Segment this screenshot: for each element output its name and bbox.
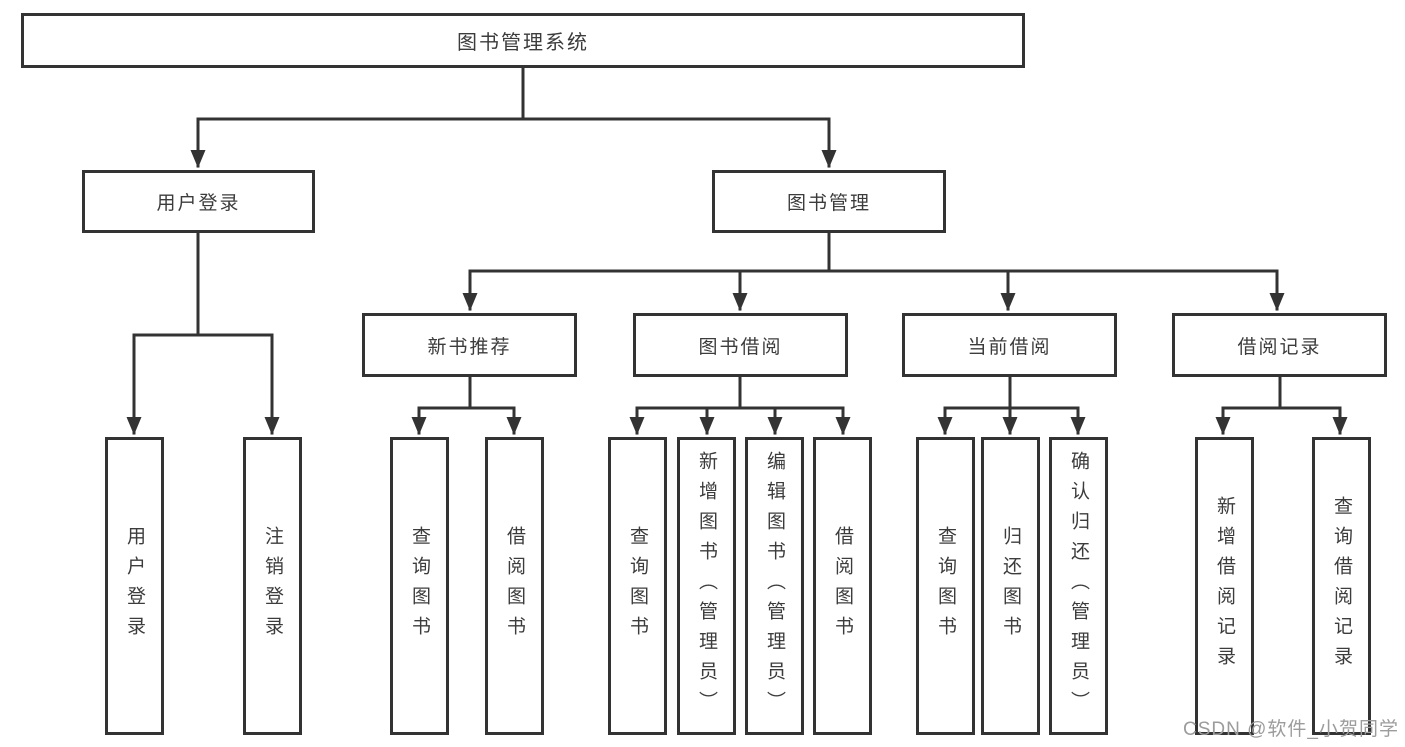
leaf-add-books-admin: 新增图书（管理员） bbox=[677, 437, 736, 735]
leaf-borrow-books-recommend: 借阅图书 bbox=[485, 437, 544, 735]
leaf-confirm-return-admin: 确认归还（管理员） bbox=[1049, 437, 1108, 735]
node-book-borrow: 图书借阅 bbox=[633, 313, 848, 377]
node-borrow-records: 借阅记录 bbox=[1172, 313, 1387, 377]
node-current-borrow: 当前借阅 bbox=[902, 313, 1117, 377]
leaf-add-borrow-record: 新增借阅记录 bbox=[1195, 437, 1254, 735]
leaf-query-borrow-record: 查询借阅记录 bbox=[1312, 437, 1371, 735]
leaf-borrow-books: 借阅图书 bbox=[813, 437, 872, 735]
leaf-query-books-current: 查询图书 bbox=[916, 437, 975, 735]
leaf-return-books: 归还图书 bbox=[981, 437, 1040, 735]
node-library-management-system: 图书管理系统 bbox=[21, 13, 1025, 68]
leaf-query-books-borrow: 查询图书 bbox=[608, 437, 667, 735]
node-new-book-recommend: 新书推荐 bbox=[362, 313, 577, 377]
leaf-query-books-recommend: 查询图书 bbox=[390, 437, 449, 735]
leaf-edit-books-admin: 编辑图书（管理员） bbox=[745, 437, 804, 735]
node-book-management: 图书管理 bbox=[712, 170, 946, 233]
csdn-watermark: CSDN @软件_小贺同学 bbox=[1183, 719, 1399, 740]
node-user-login: 用户登录 bbox=[82, 170, 315, 233]
leaf-logout: 注销登录 bbox=[243, 437, 302, 735]
leaf-user-login: 用户登录 bbox=[105, 437, 164, 735]
